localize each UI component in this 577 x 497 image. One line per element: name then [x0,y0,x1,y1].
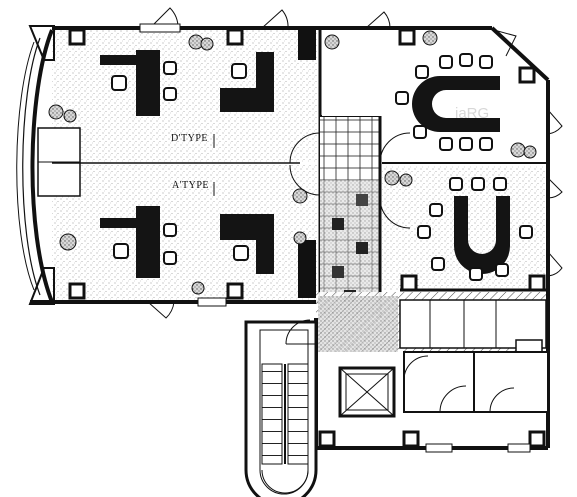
column [226,28,244,46]
column [318,430,336,448]
column [398,28,416,46]
column [528,274,546,292]
chair [233,245,249,261]
window [425,443,453,453]
door-swing [547,177,563,199]
door-swing [365,11,391,29]
desk [136,206,160,278]
plant [59,233,77,251]
u-shaped-table [412,76,500,132]
plant [399,173,413,187]
door-swing [439,385,467,413]
desk [100,218,160,228]
core-corridor [320,115,382,318]
plant [293,231,307,245]
u-shaped-table [454,196,510,274]
column [298,30,316,60]
plant [191,281,205,295]
desk [100,55,160,65]
chairs [395,53,493,151]
door-swing [489,387,515,413]
door-swing [261,9,289,29]
chair [113,243,129,259]
plant [63,109,77,123]
curved-facade-outer [16,41,35,291]
plant [384,170,400,186]
door-swing [379,197,411,229]
service-core [314,290,550,453]
door-swing [547,251,563,277]
window [197,297,227,307]
plant [324,34,340,50]
stair-tower [244,319,318,497]
column [528,430,546,448]
chair [163,251,177,265]
window [507,443,531,453]
door-swing [147,301,175,319]
plant [292,188,308,204]
room-a-type-floor [52,165,318,300]
desk [256,52,274,92]
column [226,282,244,300]
plant [200,37,214,51]
plant [510,142,526,158]
door-swing [493,29,517,57]
chair [163,61,177,75]
door-swing [285,319,311,345]
office-wing-left [16,7,322,319]
chair [163,87,177,101]
door-swing [289,132,321,164]
balcony-corner [28,267,55,305]
plant [523,145,537,159]
meeting-room-bottom [379,165,563,292]
toilet-room [473,351,549,413]
column [518,66,536,84]
plant [48,104,64,120]
stair-flight [261,363,283,465]
column [402,430,420,448]
wall-diagonal-top [490,26,550,82]
desk [136,50,160,116]
plant [422,30,438,46]
balcony-corner [28,25,55,61]
door-swing [547,109,563,135]
room-label-d-type: D'TYPE [171,133,209,144]
column [68,282,86,300]
window [139,23,181,33]
watermark: iaRG [455,105,490,122]
column [298,240,316,298]
meeting-room-top [320,11,563,165]
door-swing [289,164,321,196]
chairs [417,177,533,281]
chair [111,75,127,91]
chair [163,223,177,237]
desk [256,228,274,274]
toilet-room [403,351,475,413]
chair [231,63,247,79]
curved-facade-inner [22,37,41,296]
column [68,28,86,46]
door-swing [379,132,411,164]
room-label-a-type: A'TYPE [172,180,210,191]
column [400,274,418,292]
door-swing [403,355,429,381]
stair-flight [287,363,309,465]
